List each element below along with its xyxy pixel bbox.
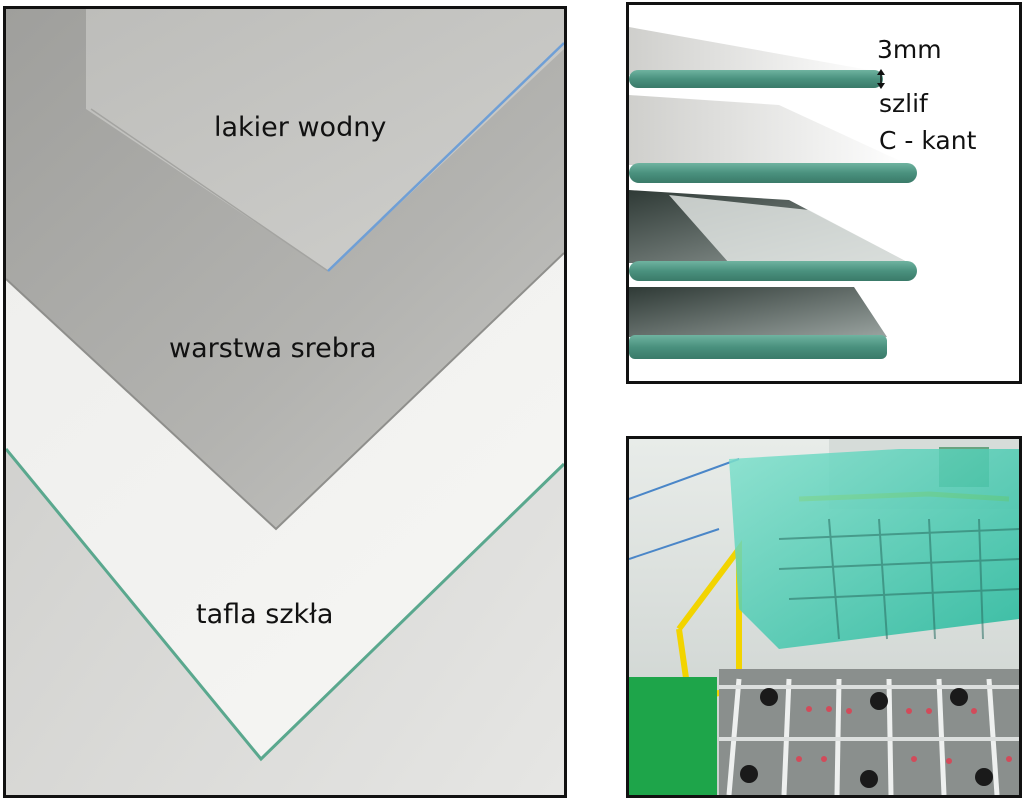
green-cabinet [629, 677, 717, 795]
varnish-edge [90, 108, 329, 272]
silver-edge [6, 252, 564, 531]
glass-edge-photo: 3mm szlif C - kant [626, 2, 1022, 384]
glass-label: tafla szkła [196, 599, 334, 630]
glass-sheets-illustration [629, 5, 1019, 381]
glass-sheet-1 [629, 27, 879, 75]
factory-illustration [629, 439, 1019, 795]
varnish-label: lakier wodny [214, 112, 387, 143]
glass-edge-1 [629, 70, 883, 88]
glass-sheet-4 [629, 287, 887, 337]
varnish-blue-edge [327, 42, 564, 272]
factory-line-photo [626, 436, 1022, 798]
glass-edge-2 [629, 163, 917, 183]
glass-sheet-2 [629, 95, 909, 165]
thickness-label: 3mm [877, 35, 942, 64]
glass-edge [6, 448, 564, 762]
edge-type-label: C - kant [879, 126, 977, 155]
varnish-layer [86, 9, 564, 271]
mirror-layers-illustration [6, 9, 564, 795]
silver-label: warstwa srebra [169, 333, 377, 364]
glass-edge-3 [629, 261, 917, 281]
mirror-layers-photo: lakier wodny warstwa srebra tafla szkła [3, 6, 567, 798]
glass-pane [6, 253, 564, 759]
grind-label: szlif [879, 89, 928, 118]
glass-sheet [729, 449, 1019, 649]
glass-edge-4 [629, 335, 887, 359]
